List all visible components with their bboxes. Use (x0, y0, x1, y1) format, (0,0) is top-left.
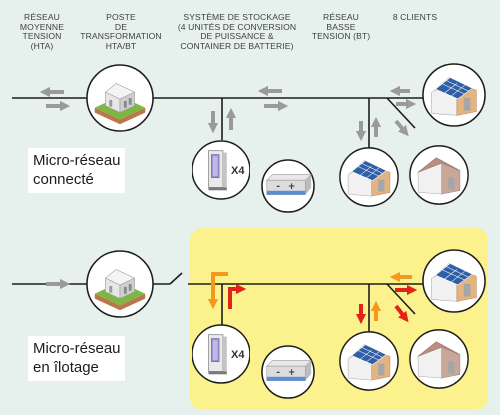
client-house-icon (409, 145, 469, 205)
header-clients: 8 CLIENTS (392, 12, 438, 22)
client-house-solar-icon (422, 249, 486, 313)
battery-container-icon (261, 159, 315, 213)
transformer-station-icon (86, 64, 154, 132)
arrow-orange-bent-icon (207, 272, 228, 310)
grid-flow-arrows-top (39, 85, 417, 142)
header-storage-system: SYSTÈME DE STOCKAGE (4 UNITÉS DE CONVERS… (177, 12, 297, 51)
header-medium-voltage-grid: RÉSEAU MOYENNE TENSION (HTA) (19, 12, 65, 51)
inverter-count-bottom: X4 (231, 349, 245, 361)
client-house-solar-icon (339, 147, 399, 207)
header-low-voltage-grid: RÉSEAU BASSE TENSION (BT) (311, 12, 371, 42)
client-house-icon (409, 329, 469, 389)
islanded-section: X4 (12, 228, 488, 410)
client-branch-bottom-2 (386, 283, 416, 315)
arrow-down-right-icon (394, 119, 409, 137)
label-connected-microgrid: Micro-réseau connecté (28, 148, 125, 193)
client-house-solar-icon (422, 63, 486, 127)
transformer-station-icon (86, 250, 154, 318)
label-islanded-microgrid: Micro-réseau en îlotage (28, 336, 125, 381)
header-transformer-station: POSTE DE TRANSFORMATION HTA/BT (80, 12, 162, 51)
client-branch-top-2 (386, 97, 416, 129)
island-flow-arrows (46, 271, 418, 325)
arrow-red-bent-icon (228, 283, 247, 309)
battery-container-icon (261, 345, 315, 399)
arrow-red-down-right-icon (394, 304, 409, 323)
inverter-count-top: X4 (231, 165, 245, 177)
connected-section: X4 (12, 63, 486, 213)
client-house-solar-icon (339, 331, 399, 391)
open-switch-icon (169, 272, 183, 285)
